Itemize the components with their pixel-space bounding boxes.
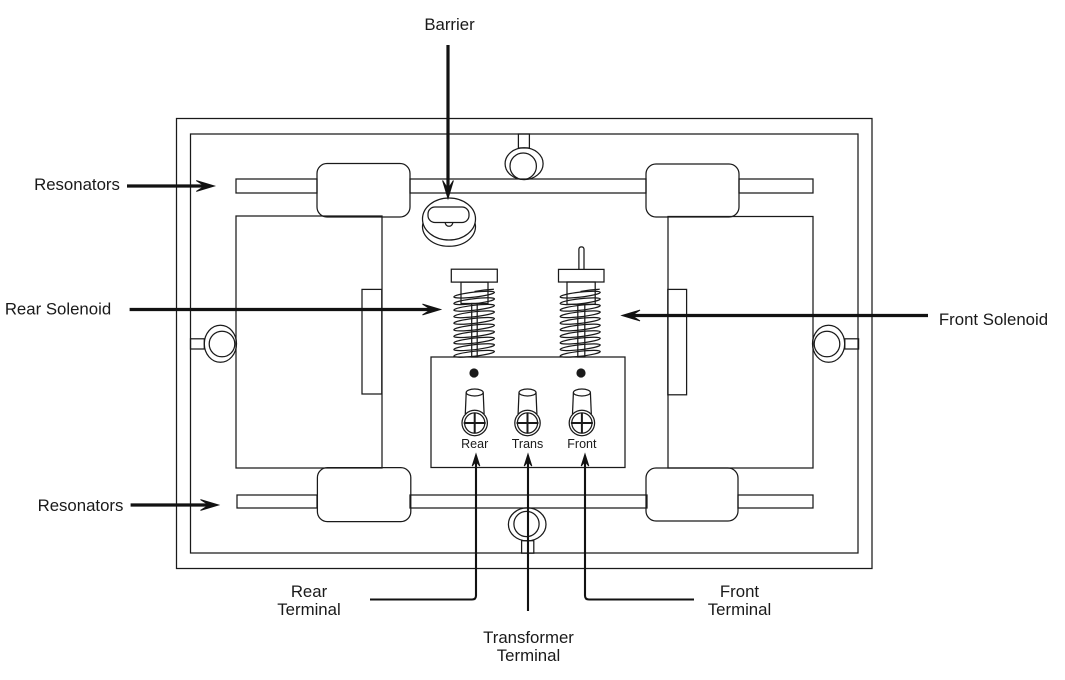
- svg-text:Rear: Rear: [291, 582, 328, 601]
- svg-text:Resonators: Resonators: [38, 496, 124, 515]
- svg-text:Front: Front: [720, 582, 760, 601]
- svg-text:Rear: Rear: [461, 437, 488, 451]
- svg-text:Trans: Trans: [512, 437, 544, 451]
- svg-text:Terminal: Terminal: [497, 646, 560, 665]
- svg-text:Rear Solenoid: Rear Solenoid: [5, 300, 111, 319]
- svg-text:Resonators: Resonators: [34, 175, 120, 194]
- svg-text:Front Solenoid: Front Solenoid: [939, 310, 1048, 329]
- svg-text:Terminal: Terminal: [708, 600, 771, 619]
- svg-text:Barrier: Barrier: [424, 15, 475, 34]
- svg-text:Front: Front: [567, 437, 597, 451]
- svg-text:Transformer: Transformer: [483, 628, 574, 647]
- svg-text:Terminal: Terminal: [277, 600, 340, 619]
